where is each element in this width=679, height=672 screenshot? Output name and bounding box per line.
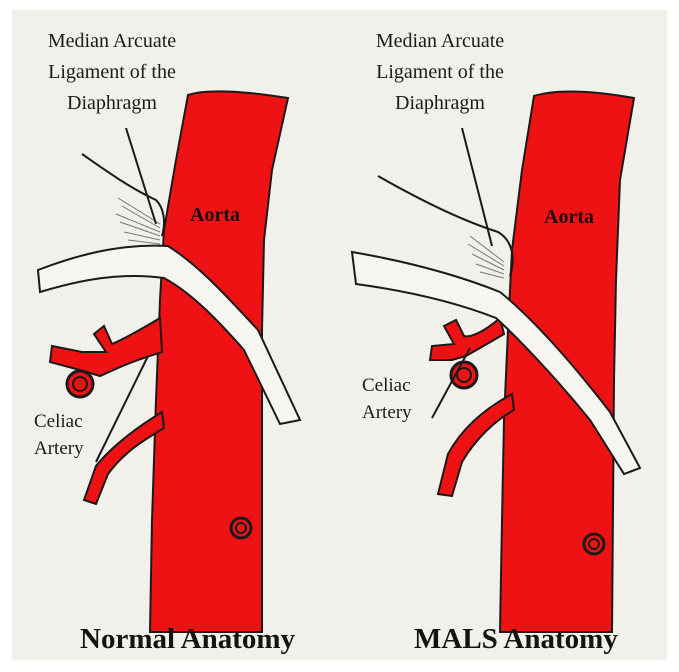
mals-ligament-fibers: [468, 236, 504, 278]
normal-celiac-label-line-2: Artery: [34, 439, 84, 466]
normal-renal-ring: [231, 518, 251, 538]
mals-ligament-label: Median Arcuate Ligament of the Diaphragm: [340, 30, 540, 123]
normal-ligament-pointer: [126, 128, 156, 224]
mals-ligament-pointer: [462, 128, 492, 246]
normal-celiac-artery: [50, 318, 162, 376]
mals-ligament-label-line-3: Diaphragm: [340, 92, 540, 123]
mals-celiac-label-line-2: Artery: [362, 403, 412, 430]
normal-ligament-label-line-1: Median Arcuate: [12, 30, 212, 61]
normal-aorta-label: Aorta: [190, 204, 240, 226]
normal-anatomy-title: Normal Anatomy: [80, 624, 295, 656]
normal-ligament-label: Median Arcuate Ligament of the Diaphragm: [12, 30, 212, 123]
mals-ligament-label-line-1: Median Arcuate: [340, 30, 540, 61]
mals-renal-ring: [584, 534, 604, 554]
mals-ligament-label-line-2: Ligament of the: [340, 61, 540, 92]
mals-celiac-label-line-1: Celiac: [362, 376, 412, 403]
mals-aorta-label: Aorta: [544, 206, 594, 228]
mals-anatomy-drawing: [352, 92, 640, 632]
normal-celiac-label: Celiac Artery: [34, 412, 84, 466]
normal-splenic-ring: [67, 371, 93, 397]
normal-anatomy-drawing: [38, 91, 300, 632]
normal-ligament-label-line-3: Diaphragm: [12, 92, 212, 123]
mals-anatomy-title: MALS Anatomy: [414, 624, 618, 656]
mals-celiac-label: Celiac Artery: [362, 376, 412, 430]
normal-ligament-label-line-2: Ligament of the: [12, 61, 212, 92]
normal-ligament-fibers: [116, 198, 160, 244]
normal-celiac-label-line-1: Celiac: [34, 412, 84, 439]
